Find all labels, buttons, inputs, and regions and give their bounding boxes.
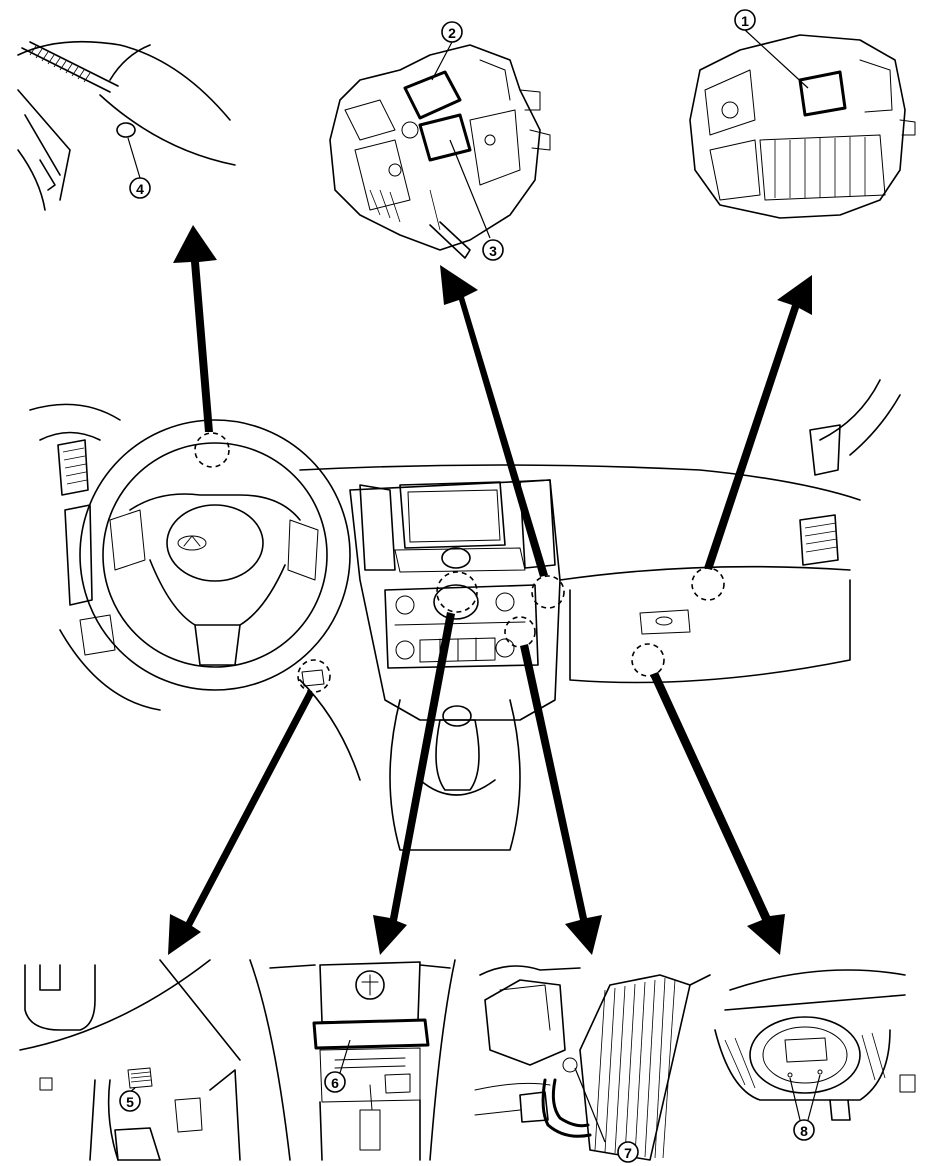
arrow-up-right [704,275,812,570]
detail-in-vehicle-sensor [19,959,241,1161]
location-marker-intake-actuator [691,567,725,601]
aspirator-hose-icon [541,1078,592,1138]
callout-4: 4 [129,177,151,199]
arrow-down-right [650,672,785,955]
detail-windshield-sensor [17,40,236,211]
airbag-hub-icon [166,504,264,582]
location-marker-center-actuators [531,575,565,609]
shift-lever-icon [435,719,480,791]
callout-6: 6 [324,1071,346,1093]
location-marker-aspirator [504,616,536,648]
control-knob-icon [433,584,479,620]
auto-amp-unit-icon [312,1018,430,1050]
navigation-display-icon [399,481,506,549]
location-marker-blower [631,643,665,677]
svg-text:8: 8 [800,1123,808,1139]
svg-text:4: 4 [136,181,144,197]
callout-3: 3 [482,239,504,261]
infiniti-emblem-icon [177,535,207,551]
location-marker-in-vehicle-sensor [297,659,331,693]
callout-8: 8 [793,1119,815,1141]
dashboard-overview [29,379,901,851]
location-marker-sensor [194,432,230,468]
center-console-icon [349,479,561,721]
blower-motor-icon [749,1016,861,1094]
mode-door-actuator-icon [403,70,462,120]
in-vehicle-sensor-icon [127,1067,153,1089]
glovebox-latch-icon [639,609,691,635]
detail-hvac-unit-right [689,29,916,219]
svg-text:2: 2 [448,25,456,41]
svg-text:3: 3 [489,243,497,259]
arrow-up-left [173,225,217,432]
svg-text:6: 6 [331,1075,339,1091]
arrow-up-center [440,265,548,577]
detail-aspirator [474,965,711,1161]
callout-1: 1 [734,9,756,31]
air-mix-door-actuator-icon [418,113,472,162]
intake-door-actuator-icon [798,70,847,117]
detail-blower-motor [714,969,916,1121]
location-marker-controller [436,571,478,613]
rain-sensor-icon [116,122,136,138]
arrow-down-left [168,690,314,955]
svg-text:7: 7 [624,1145,632,1161]
svg-text:1: 1 [741,13,749,29]
arrow-down-center-right [520,644,602,955]
detail-hvac-unit-center [329,41,551,259]
detail-ac-auto-amp [249,959,456,1161]
callout-7: 7 [617,1141,639,1163]
callout-5: 5 [119,1090,141,1112]
arrow-down-center-left [373,612,455,955]
steering-wheel-icon [79,419,351,691]
svg-text:5: 5 [126,1094,134,1110]
callout-arrows [168,225,812,955]
callout-2: 2 [441,21,463,43]
